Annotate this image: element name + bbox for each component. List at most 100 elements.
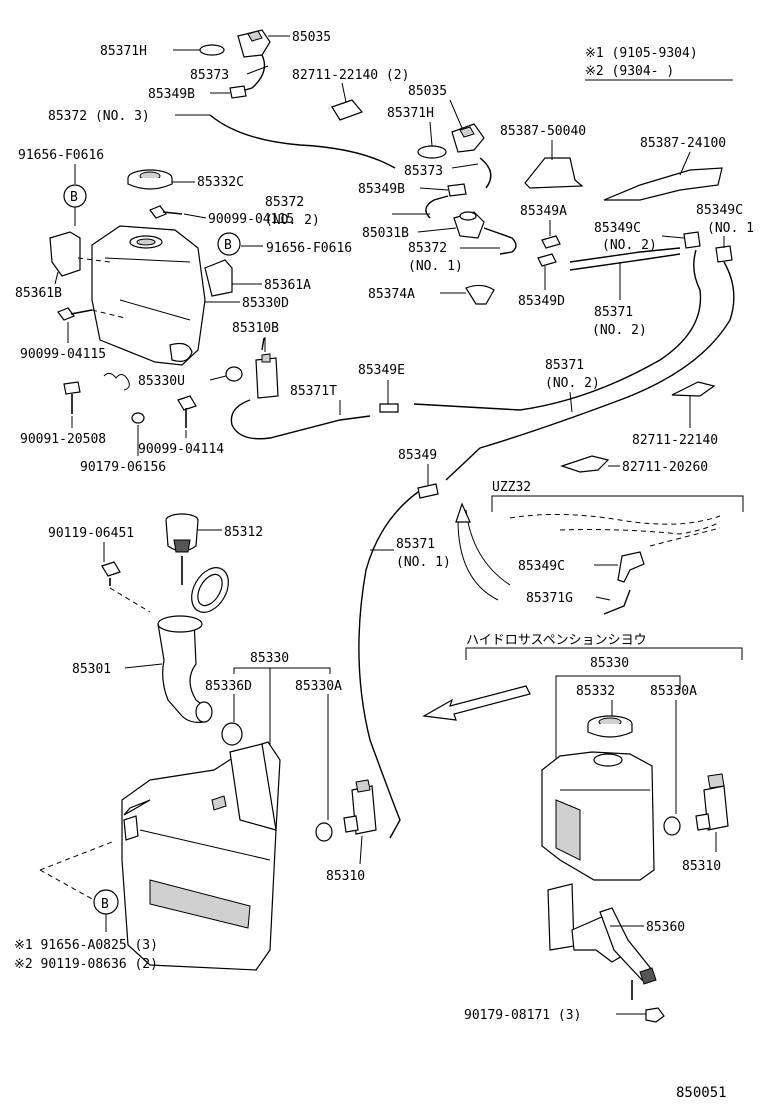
leader-85330U <box>209 375 227 381</box>
label-85035-a: 85035 <box>292 30 331 45</box>
label-90091-20508: 90091-20508 <box>20 432 106 447</box>
label-85371-no1-bot: (NO. 1) <box>396 555 451 570</box>
label-85349C-no1-bot: (NO. 1 <box>707 221 754 236</box>
ref-B1-letter: B <box>70 190 78 205</box>
elbow-85349C-uzz <box>617 551 645 583</box>
bracket-85387-50040 <box>524 157 584 189</box>
hose-85371G <box>603 589 631 615</box>
label-85349D: 85349D <box>518 294 565 309</box>
label-91656-F0616-a: 91656-F0616 <box>18 148 104 163</box>
label-85035-b: 85035 <box>408 84 447 99</box>
label-91656-A0825: ※1 91656-A0825 (3) <box>14 938 158 953</box>
dash-B3-b <box>39 869 95 901</box>
label-85371-no2a-top: 85371 <box>594 305 633 320</box>
label-85310-b: 85310 <box>682 859 721 874</box>
bolt-90119-06451 <box>101 561 121 586</box>
label-85372-no3: 85372 (NO. 3) <box>48 109 150 124</box>
nut-90179-08171 <box>645 1007 665 1023</box>
grommet-85330U <box>225 366 243 382</box>
joint-85349 <box>417 483 439 499</box>
dash-bolt-b <box>91 309 126 319</box>
uzz32-hose-b <box>559 521 721 535</box>
label-85371H-b: 85371H <box>387 106 434 121</box>
label-85330A-b: 85330A <box>650 684 697 699</box>
cover-85387-24100 <box>603 167 723 201</box>
washer-tank-top <box>91 225 206 366</box>
bracket-85361B <box>49 231 81 277</box>
label-85349B-a: 85349B <box>148 87 195 102</box>
label-85371-no1-top: 85371 <box>396 537 435 552</box>
label-85336D: 85336D <box>205 679 252 694</box>
hose-85371-no1-long <box>445 261 735 481</box>
label-85371H-a: 85371H <box>100 44 147 59</box>
elbow-85349C-no1 <box>715 245 733 263</box>
leader-85349B-b <box>419 187 449 191</box>
label-85360: 85360 <box>646 920 685 935</box>
ref-B2-letter: B <box>224 238 232 253</box>
label-85349C-c: 85349C <box>518 559 565 574</box>
joint-85349D <box>537 253 557 267</box>
arrow-left <box>422 685 531 721</box>
leader-85035-b <box>449 99 463 129</box>
pump-85310-left <box>343 779 377 835</box>
label-82711-20260: 82711-20260 <box>622 460 708 475</box>
label-85387-24100: 85387-24100 <box>640 136 726 151</box>
legend-note-1: ※1 (9105-9304) <box>585 46 698 61</box>
label-85371-no2b-top: 85371 <box>545 358 584 373</box>
hose-85372-no2 <box>425 195 449 219</box>
label-85330D: 85330D <box>242 296 289 311</box>
bracket-85360 <box>547 883 657 1000</box>
hose-85371T <box>230 399 371 440</box>
bolt-90099-04114 <box>177 395 197 428</box>
label-85031B: 85031B <box>362 226 409 241</box>
bracket-85330-b <box>555 675 681 760</box>
washer-nozzle-1-part <box>199 29 271 99</box>
figure-id: 850051 <box>676 1085 727 1101</box>
elbow-85349C-no2 <box>683 231 701 249</box>
label-91656-F0616-b: 91656-F0616 <box>266 241 352 256</box>
label-90179-08171: 90179-08171 (3) <box>464 1008 581 1023</box>
label-85361A: 85361A <box>264 278 311 293</box>
hose-85371-no2-upper-a <box>569 247 681 263</box>
bolt-90099-04115-b <box>57 307 93 321</box>
label-90099-04114: 90099-04114 <box>138 442 224 457</box>
label-85371-no2a-bot: (NO. 2) <box>592 323 647 338</box>
legend: ※1 (9105-9304) ※2 (9304- ) <box>585 46 733 81</box>
label-85332C: 85332C <box>197 175 244 190</box>
label-85372-no1-top: 85372 <box>408 241 447 256</box>
dash-B3-a <box>39 841 113 871</box>
label-85371T: 85371T <box>290 384 337 399</box>
hose-85371-no1-down <box>358 491 419 839</box>
label-90119-08636: ※2 90119-08636 (2) <box>14 957 158 972</box>
washer-nozzle-2-part <box>417 123 492 197</box>
leader-85387-24100 <box>679 151 691 176</box>
label-90119-06451: 90119-06451 <box>48 526 134 541</box>
label-85330-b: 85330 <box>590 656 629 671</box>
label-85349E: 85349E <box>358 363 405 378</box>
label-85330A-a: 85330A <box>295 679 342 694</box>
label-85349C-no2-top: 85349C <box>594 221 641 236</box>
label-85349B-b: 85349B <box>358 182 405 197</box>
label-85374A: 85374A <box>368 287 415 302</box>
leader-85349C-no2 <box>661 235 685 239</box>
label-85372-no2-bot: (NO. 2) <box>265 213 320 228</box>
uzz32-hose-c <box>649 527 721 547</box>
check-valve-85374A <box>465 284 495 305</box>
nut-90179-06156 <box>131 412 145 424</box>
leader-85373-a <box>246 65 269 75</box>
spring-clip <box>103 372 130 391</box>
label-85387-50040: 85387-50040 <box>500 124 586 139</box>
bolt-90099-04115-a <box>149 205 183 219</box>
uzz32-hose-a <box>509 513 721 525</box>
label-85349A: 85349A <box>520 204 567 219</box>
label-85330-a: 85330 <box>250 651 289 666</box>
leader-85301 <box>124 663 163 669</box>
arrow-head-up <box>455 502 471 523</box>
label-hydro-suspension: ハイドロサスペンションシヨウ <box>466 633 647 648</box>
joint-85349E <box>379 403 399 413</box>
ref-circle-B2 <box>217 232 241 256</box>
bracket-85330-a <box>233 667 331 674</box>
label-85330U: 85330U <box>138 374 185 389</box>
clip-82711-22140 <box>671 381 716 397</box>
